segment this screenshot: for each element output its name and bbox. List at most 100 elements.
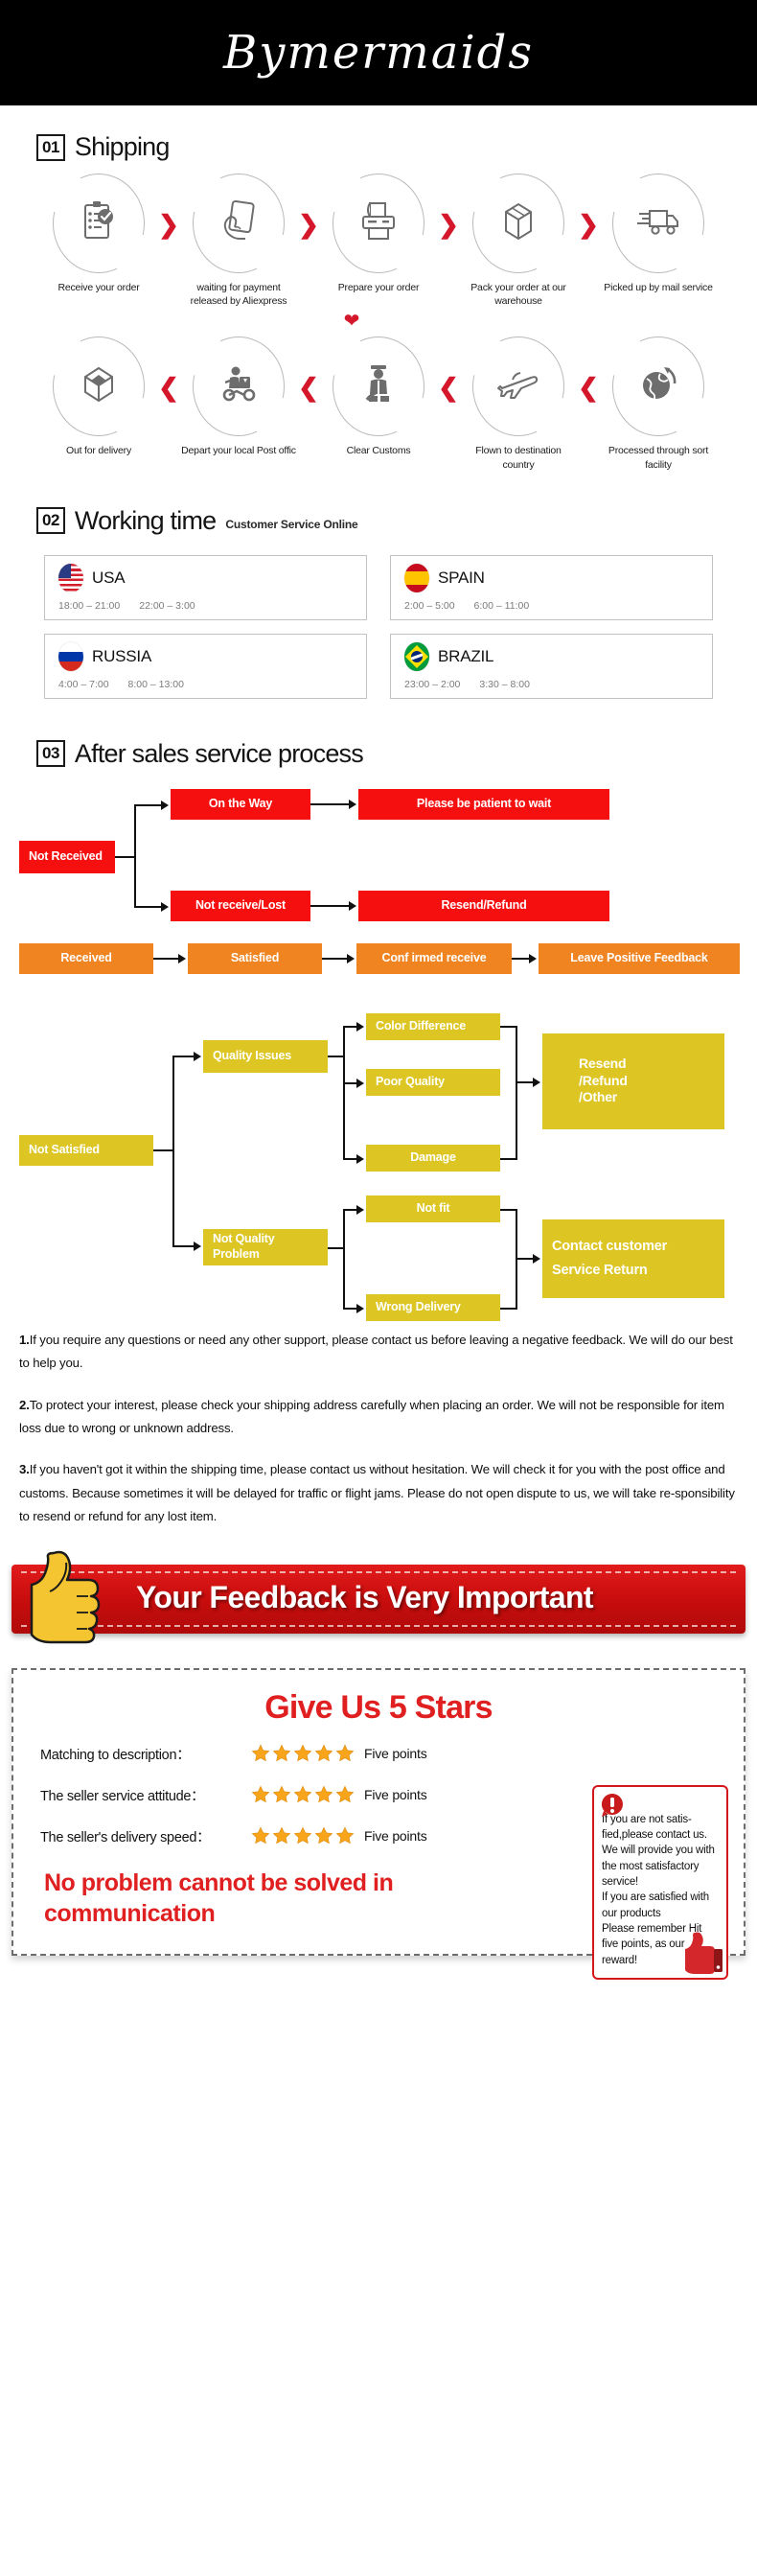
note-text: If you are not satis-fied,please contact…	[602, 1813, 715, 1966]
connector-line	[134, 803, 161, 806]
chevron-right-icon: ❯	[578, 210, 599, 239]
section-header-shipping: 01 Shipping	[0, 105, 757, 168]
arrow-head	[356, 1021, 364, 1032]
rating-points: Five points	[364, 1828, 427, 1845]
rating-request-box: Give Us 5 Stars Matching to description：…	[11, 1667, 746, 1980]
section-number: 03	[36, 740, 65, 768]
banner-background	[11, 1564, 746, 1634]
section-header-after-sales: 03 After sales service process	[0, 699, 757, 775]
chevron-left-icon: ❮	[298, 373, 319, 403]
time-slot: 8:00 – 13:00	[127, 678, 184, 690]
open-box-icon	[79, 364, 119, 409]
step-label: Receive your order	[57, 282, 140, 293]
flow-box-not-satisfied: Not Satisfied	[19, 1134, 153, 1166]
arrow-head	[356, 1153, 364, 1164]
truck-icon	[636, 204, 680, 244]
star-icon	[293, 1826, 312, 1845]
page-title: After sales service process	[74, 738, 364, 768]
shipping-step: Picked up by mail service	[601, 174, 716, 294]
connector-line	[172, 1055, 174, 1247]
shipping-step: waiting for payment released by Aliexpre…	[181, 174, 296, 308]
flow-box-poor-quality: Poor Quality	[366, 1068, 500, 1096]
shipping-step: Depart your local Post offic	[181, 337, 296, 457]
shipping-step: Pack your order at our warehouse	[461, 174, 576, 308]
page-header: Bymermaids	[0, 0, 757, 105]
chevron-left-icon: ❮	[158, 373, 179, 403]
printer-icon	[357, 201, 400, 246]
shipping-steps-row-1: Receive your order ❯ waiting for payment…	[0, 168, 757, 308]
step-label: Out for delivery	[66, 445, 131, 457]
working-time-grid: USA 18:00 – 21:00 22:00 – 3:00 SPAIN 2:0…	[0, 542, 757, 699]
flowchart-not-satisfied: Not Satisfied Quality Issues Color Diffe…	[0, 1012, 757, 1321]
arrow-head	[161, 901, 169, 912]
term-text: To protect your interest, please check y…	[19, 1397, 724, 1435]
connector-line	[516, 1257, 537, 1260]
flow-box-not-received: Not Received	[19, 840, 115, 873]
flowchart-received: Received Satisfied Conf irmed receive Le…	[0, 942, 757, 995]
star-icon	[272, 1785, 291, 1803]
step-circle	[472, 337, 564, 437]
flow-box-color-difference: Color Difference	[366, 1012, 500, 1040]
time-slot: 3:30 – 8:00	[479, 678, 530, 690]
country-name: SPAIN	[438, 568, 485, 587]
working-time-card-usa: USA 18:00 – 21:00 22:00 – 3:00	[44, 554, 367, 620]
working-time-card-russia: RUSSIA 4:00 – 7:00 8:00 – 13:00	[44, 633, 367, 699]
connector-line	[343, 1208, 345, 1310]
section-header-working-time: 02 Working time Customer Service Online	[0, 472, 757, 542]
slogan-text: No problem cannot be solved in communica…	[44, 1868, 394, 1928]
term-number: 1.	[19, 1332, 30, 1347]
section-number: 01	[36, 133, 65, 161]
connector-line	[172, 1055, 195, 1057]
chevron-down-icon: ❤	[343, 311, 360, 333]
connector-line	[134, 905, 161, 908]
star-icon	[314, 1785, 333, 1803]
scooter-courier-icon	[217, 365, 261, 408]
step-label: Processed through sort facility	[608, 445, 709, 471]
arrow-head	[356, 1204, 364, 1215]
arrow-head	[349, 900, 356, 911]
flow-box-not-receive-lost: Not receive/Lost	[171, 890, 310, 921]
rating-label: The seller service attitude：	[40, 1788, 205, 1804]
rating-row: The seller's delivery speed： Five points	[40, 1826, 539, 1846]
connector-line	[500, 1208, 517, 1211]
step-circle	[333, 174, 424, 273]
arrow-head	[533, 1077, 540, 1087]
connector-line	[512, 957, 535, 960]
star-icon	[314, 1826, 333, 1845]
connector-line	[153, 957, 182, 960]
box-icon	[498, 200, 539, 247]
time-slot: 23:00 – 2:00	[404, 678, 461, 690]
time-slot: 2:00 – 5:00	[404, 599, 455, 612]
star-icon	[272, 1826, 291, 1845]
time-slot: 22:00 – 3:00	[139, 599, 195, 612]
flow-box-confirmed-receive: Conf irmed receive	[356, 942, 512, 974]
step-label: Pack your order at our warehouse	[470, 282, 566, 308]
step-circle	[53, 337, 145, 437]
rating-points: Five points	[364, 1787, 427, 1803]
connector-line	[343, 1025, 358, 1028]
flow-box-not-fit: Not fit	[366, 1195, 500, 1222]
connector-line	[172, 1244, 195, 1247]
arrow-head	[347, 953, 355, 963]
thumbs-up-red-icon	[685, 1932, 723, 1974]
star-icon	[293, 1744, 312, 1762]
connector-line	[115, 855, 136, 858]
connector-line	[500, 1025, 517, 1028]
step-label: Depart your local Post offic	[181, 445, 296, 457]
time-slot: 6:00 – 11:00	[473, 599, 530, 612]
step-circle	[193, 337, 285, 437]
star-icon	[335, 1744, 355, 1762]
stars-title: Give Us 5 Stars	[264, 1688, 493, 1726]
arrow-head	[194, 1051, 201, 1061]
rating-row: The seller service attitude： Five points	[40, 1785, 539, 1805]
arrow-head	[533, 1253, 540, 1264]
exclamation-icon	[601, 1793, 623, 1817]
chevron-right-icon: ❯	[298, 210, 319, 239]
flow-box-resend-refund: Resend/Refund	[358, 890, 609, 921]
star-icon	[251, 1785, 270, 1803]
connector-line	[328, 1055, 345, 1057]
flow-box-damage: Damage	[366, 1144, 500, 1172]
step-circle	[193, 174, 285, 273]
arrow-head	[178, 953, 186, 963]
country-name: USA	[92, 568, 126, 587]
